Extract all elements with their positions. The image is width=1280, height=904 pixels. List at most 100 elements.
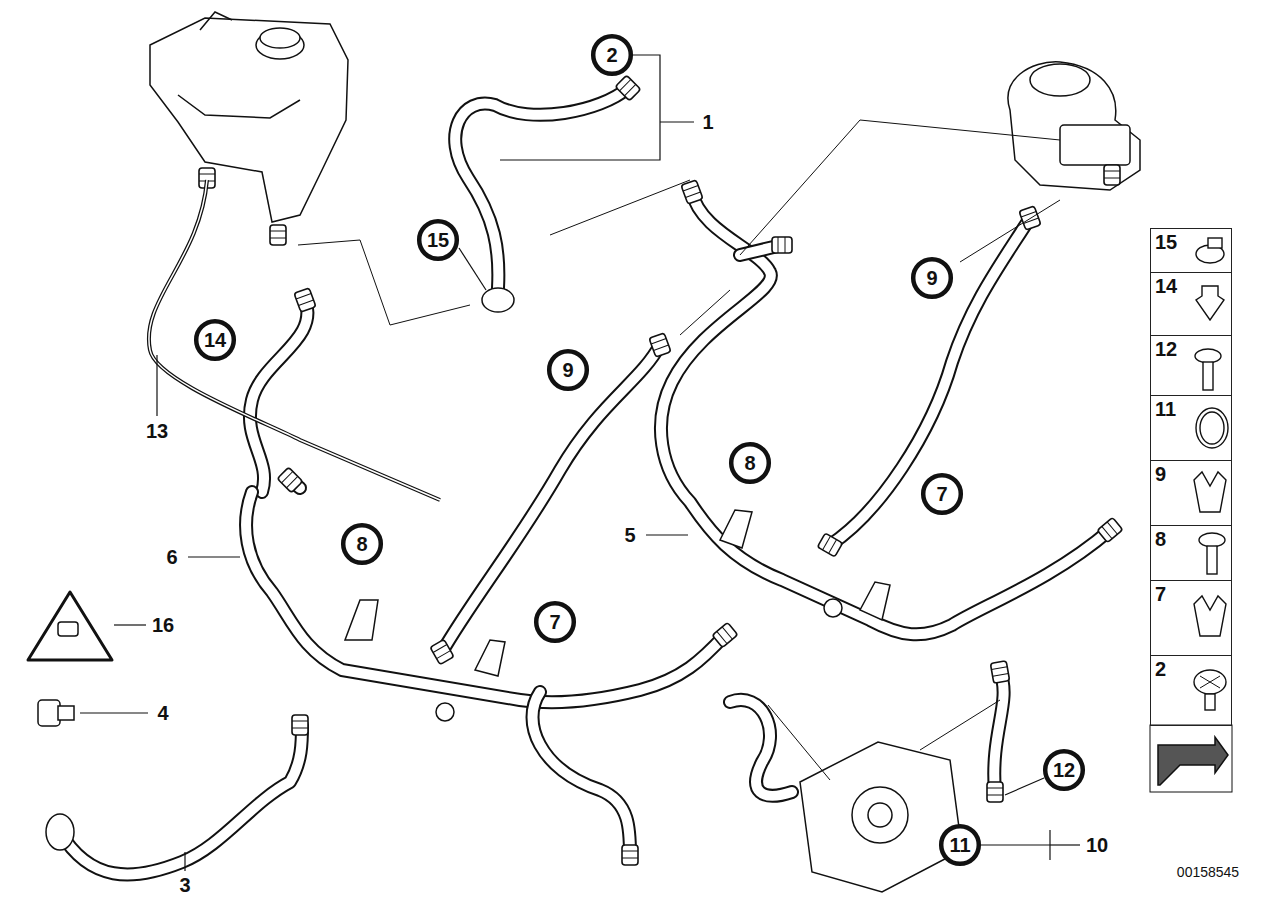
leader-line [646, 534, 688, 535]
leader-line [156, 355, 157, 416]
leader-line [680, 290, 730, 335]
manifold-bracket [720, 510, 752, 548]
legend-part-box: 9 [1150, 460, 1232, 526]
callout-number: 8 [356, 534, 367, 554]
part-number: 10 [1086, 834, 1108, 856]
arrow-symbol [1158, 737, 1228, 785]
leader-line [459, 248, 486, 290]
callout-number: 11 [949, 835, 970, 855]
callout-number: 12 [1155, 338, 1177, 360]
circle-shape [1045, 751, 1083, 789]
leader-line [184, 852, 185, 871]
screw-icon [1199, 533, 1225, 574]
callout-circle: 8 [730, 443, 770, 483]
leader-line [768, 705, 830, 780]
hose-connector [987, 782, 1003, 802]
callout-circle: 9 [912, 258, 952, 298]
expansion-tank [150, 18, 348, 222]
callout-number: 11 [1155, 398, 1176, 420]
warning-symbol [58, 622, 78, 636]
legend-part-box: 7 [1150, 580, 1232, 656]
tank-seam [178, 95, 300, 118]
circle-shape [913, 259, 951, 297]
callout-circle: 7 [535, 602, 575, 642]
drawing-number: 00158545 [1177, 864, 1239, 880]
circle-shape [731, 444, 769, 482]
callout-number: 9 [926, 268, 937, 288]
callout-number: 14 [1155, 275, 1177, 297]
leader-line [660, 121, 694, 122]
circle-shape [419, 221, 457, 259]
hose-connector [430, 639, 454, 664]
water-pump [800, 742, 962, 892]
manifold-bracket [860, 582, 890, 620]
clip-icon [1196, 286, 1224, 320]
leader-line [1050, 844, 1080, 845]
hose-connector [990, 661, 1009, 683]
hose-outline [533, 692, 631, 855]
spring-clip-icon [1194, 472, 1226, 512]
hose-outline [994, 672, 1003, 792]
manifold-bracket [475, 640, 505, 676]
vent-pipe-core [149, 180, 440, 500]
circle-shape [593, 36, 631, 74]
hose-connector [772, 237, 792, 253]
hose-connector [277, 467, 302, 492]
callout-number: 12 [1053, 760, 1075, 780]
hose-clamp [824, 599, 842, 617]
hose-clamp [436, 703, 454, 721]
leader-line [114, 624, 146, 625]
hose-connector [294, 288, 316, 312]
tank-cap-top [260, 28, 300, 48]
callout-number: 2 [606, 45, 617, 65]
part-number: 13 [146, 420, 168, 442]
pump-cap [1030, 64, 1090, 96]
pump-hub [868, 803, 892, 827]
part-number: 3 [179, 874, 190, 896]
circle-shape [549, 351, 587, 389]
part-number: 6 [166, 546, 177, 568]
callout-circle: 15 [418, 220, 458, 260]
circle-shape [536, 603, 574, 641]
part-number: 1 [702, 111, 713, 133]
hose-outline [60, 725, 302, 874]
hose-connector [1097, 517, 1123, 542]
label-holder: 5 [624, 525, 635, 546]
label-holder: 6 [166, 547, 177, 568]
legend-part-box: 8 [1150, 525, 1232, 581]
hose-body [60, 725, 302, 874]
leader-line [1005, 778, 1044, 795]
hose-body [994, 672, 1003, 792]
hose-body [442, 345, 660, 652]
hose-body [661, 192, 1110, 634]
callout-circle: 2 [592, 35, 632, 75]
callout-circle: 9 [548, 350, 588, 390]
callout-circle: 8 [342, 524, 382, 564]
manifold-bracket [345, 600, 378, 640]
hose-connector [817, 533, 842, 557]
hose-body [730, 700, 792, 796]
circle-shape [941, 826, 979, 864]
leader-line [80, 712, 148, 713]
callout-number: 8 [1155, 528, 1166, 550]
hose-connector [292, 715, 308, 735]
callout-number: 7 [549, 612, 560, 632]
hose-body [250, 300, 308, 492]
pump-face [852, 787, 908, 843]
callout-number: 9 [1155, 463, 1166, 485]
callout-circle: 14 [195, 320, 235, 360]
hose-body [533, 692, 631, 855]
legend-part-box: 2 [1150, 655, 1232, 726]
screw-icon [1195, 349, 1221, 390]
hose-connector [622, 845, 638, 865]
hose-connector [1019, 206, 1041, 230]
auxiliary-pump [1008, 62, 1140, 190]
label-holder: 4 [157, 703, 168, 724]
callout-number: 14 [204, 330, 226, 350]
legend-part-box: 15 [1150, 228, 1232, 273]
hose-outline [250, 300, 308, 492]
hose-outline [661, 192, 1110, 634]
circle-shape [196, 321, 234, 359]
hose-connector [681, 180, 703, 204]
